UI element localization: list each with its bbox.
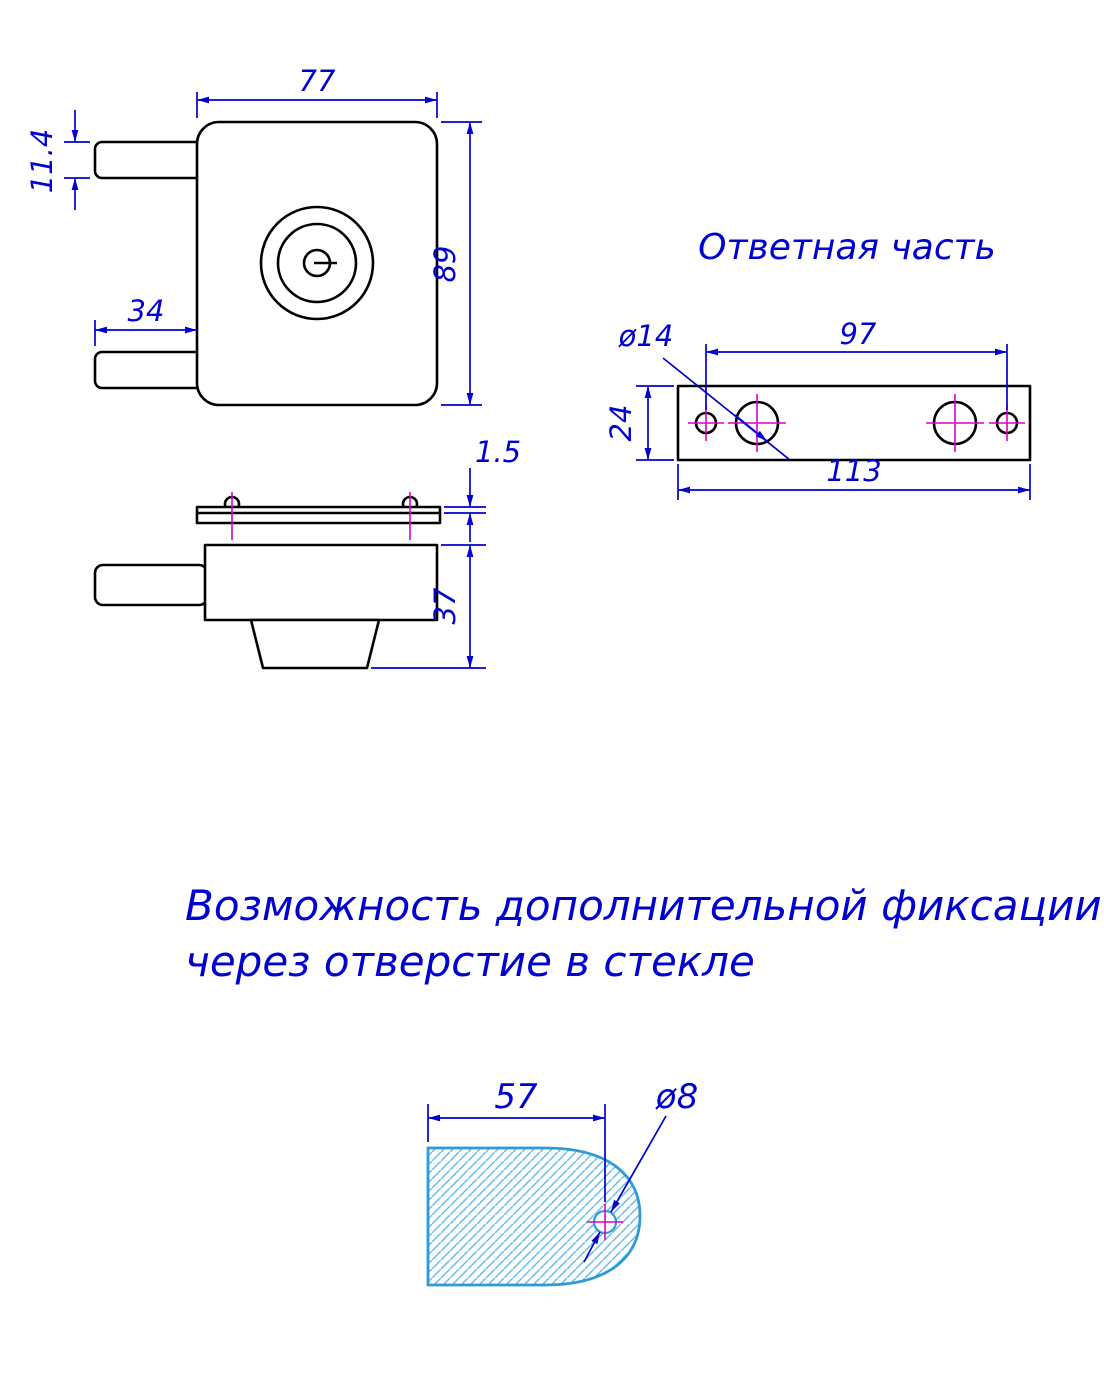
dim-strike-hole-diameter: ø14 [618, 319, 791, 461]
dim-front-height: 89 [428, 121, 482, 406]
cover-plate [195, 505, 442, 525]
note-line-1: Возможность дополнительной фиксации [185, 881, 1102, 930]
dim-strike-height: 24 [604, 385, 674, 461]
dim-strike-length-label: 113 [826, 454, 881, 488]
bottom-pin [93, 350, 205, 390]
side-pin [93, 563, 209, 607]
dim-strike-length: 113 [677, 454, 1031, 500]
cylinder-boss [249, 618, 381, 670]
front-view: 77 11.4 34 89 [25, 64, 482, 407]
note-line-2: через отверстие в стекле [185, 937, 755, 986]
dim-cover-thickness: 1.5 [444, 435, 521, 542]
dim-side-height-label: 37 [428, 587, 462, 624]
dim-cover-thickness-label: 1.5 [475, 435, 521, 469]
dim-strike-hole-spacing: 97 [705, 317, 1008, 410]
dim-pin-height: 11.4 [25, 110, 90, 210]
dim-pin-length-label: 34 [128, 294, 165, 328]
top-pin [93, 140, 205, 180]
side-view: 1.5 37 [93, 435, 521, 670]
strike-plate-title: Ответная часть [698, 227, 996, 268]
dim-glass-hole-diameter-label: ø8 [655, 1077, 698, 1117]
dim-glass-hole-diameter: ø8 [583, 1077, 698, 1263]
dim-side-height: 37 [371, 544, 486, 669]
glass-shape [426, 1146, 642, 1287]
strike-plate-view: Ответная часть ø14 97 [604, 227, 1032, 500]
glass-detail: 57 ø8 [426, 1077, 698, 1287]
side-body [203, 543, 439, 622]
dim-pin-height-label: 11.4 [25, 129, 59, 194]
strike-hole-centerlines [688, 394, 1025, 452]
dim-pin-length: 34 [94, 294, 197, 346]
dim-glass-hole-offset: 57 [427, 1077, 606, 1202]
glass-note: Возможность дополнительной фиксации чере… [185, 881, 1102, 986]
dim-front-width-label: 77 [299, 64, 336, 98]
dim-strike-hole-spacing-label: 97 [840, 317, 877, 351]
dim-strike-hole-diameter-label: ø14 [618, 319, 674, 353]
dim-front-height-label: 89 [428, 246, 462, 283]
dim-front-width: 77 [196, 64, 438, 118]
dim-glass-hole-offset-label: 57 [494, 1077, 538, 1117]
dim-strike-height-label: 24 [604, 405, 638, 442]
